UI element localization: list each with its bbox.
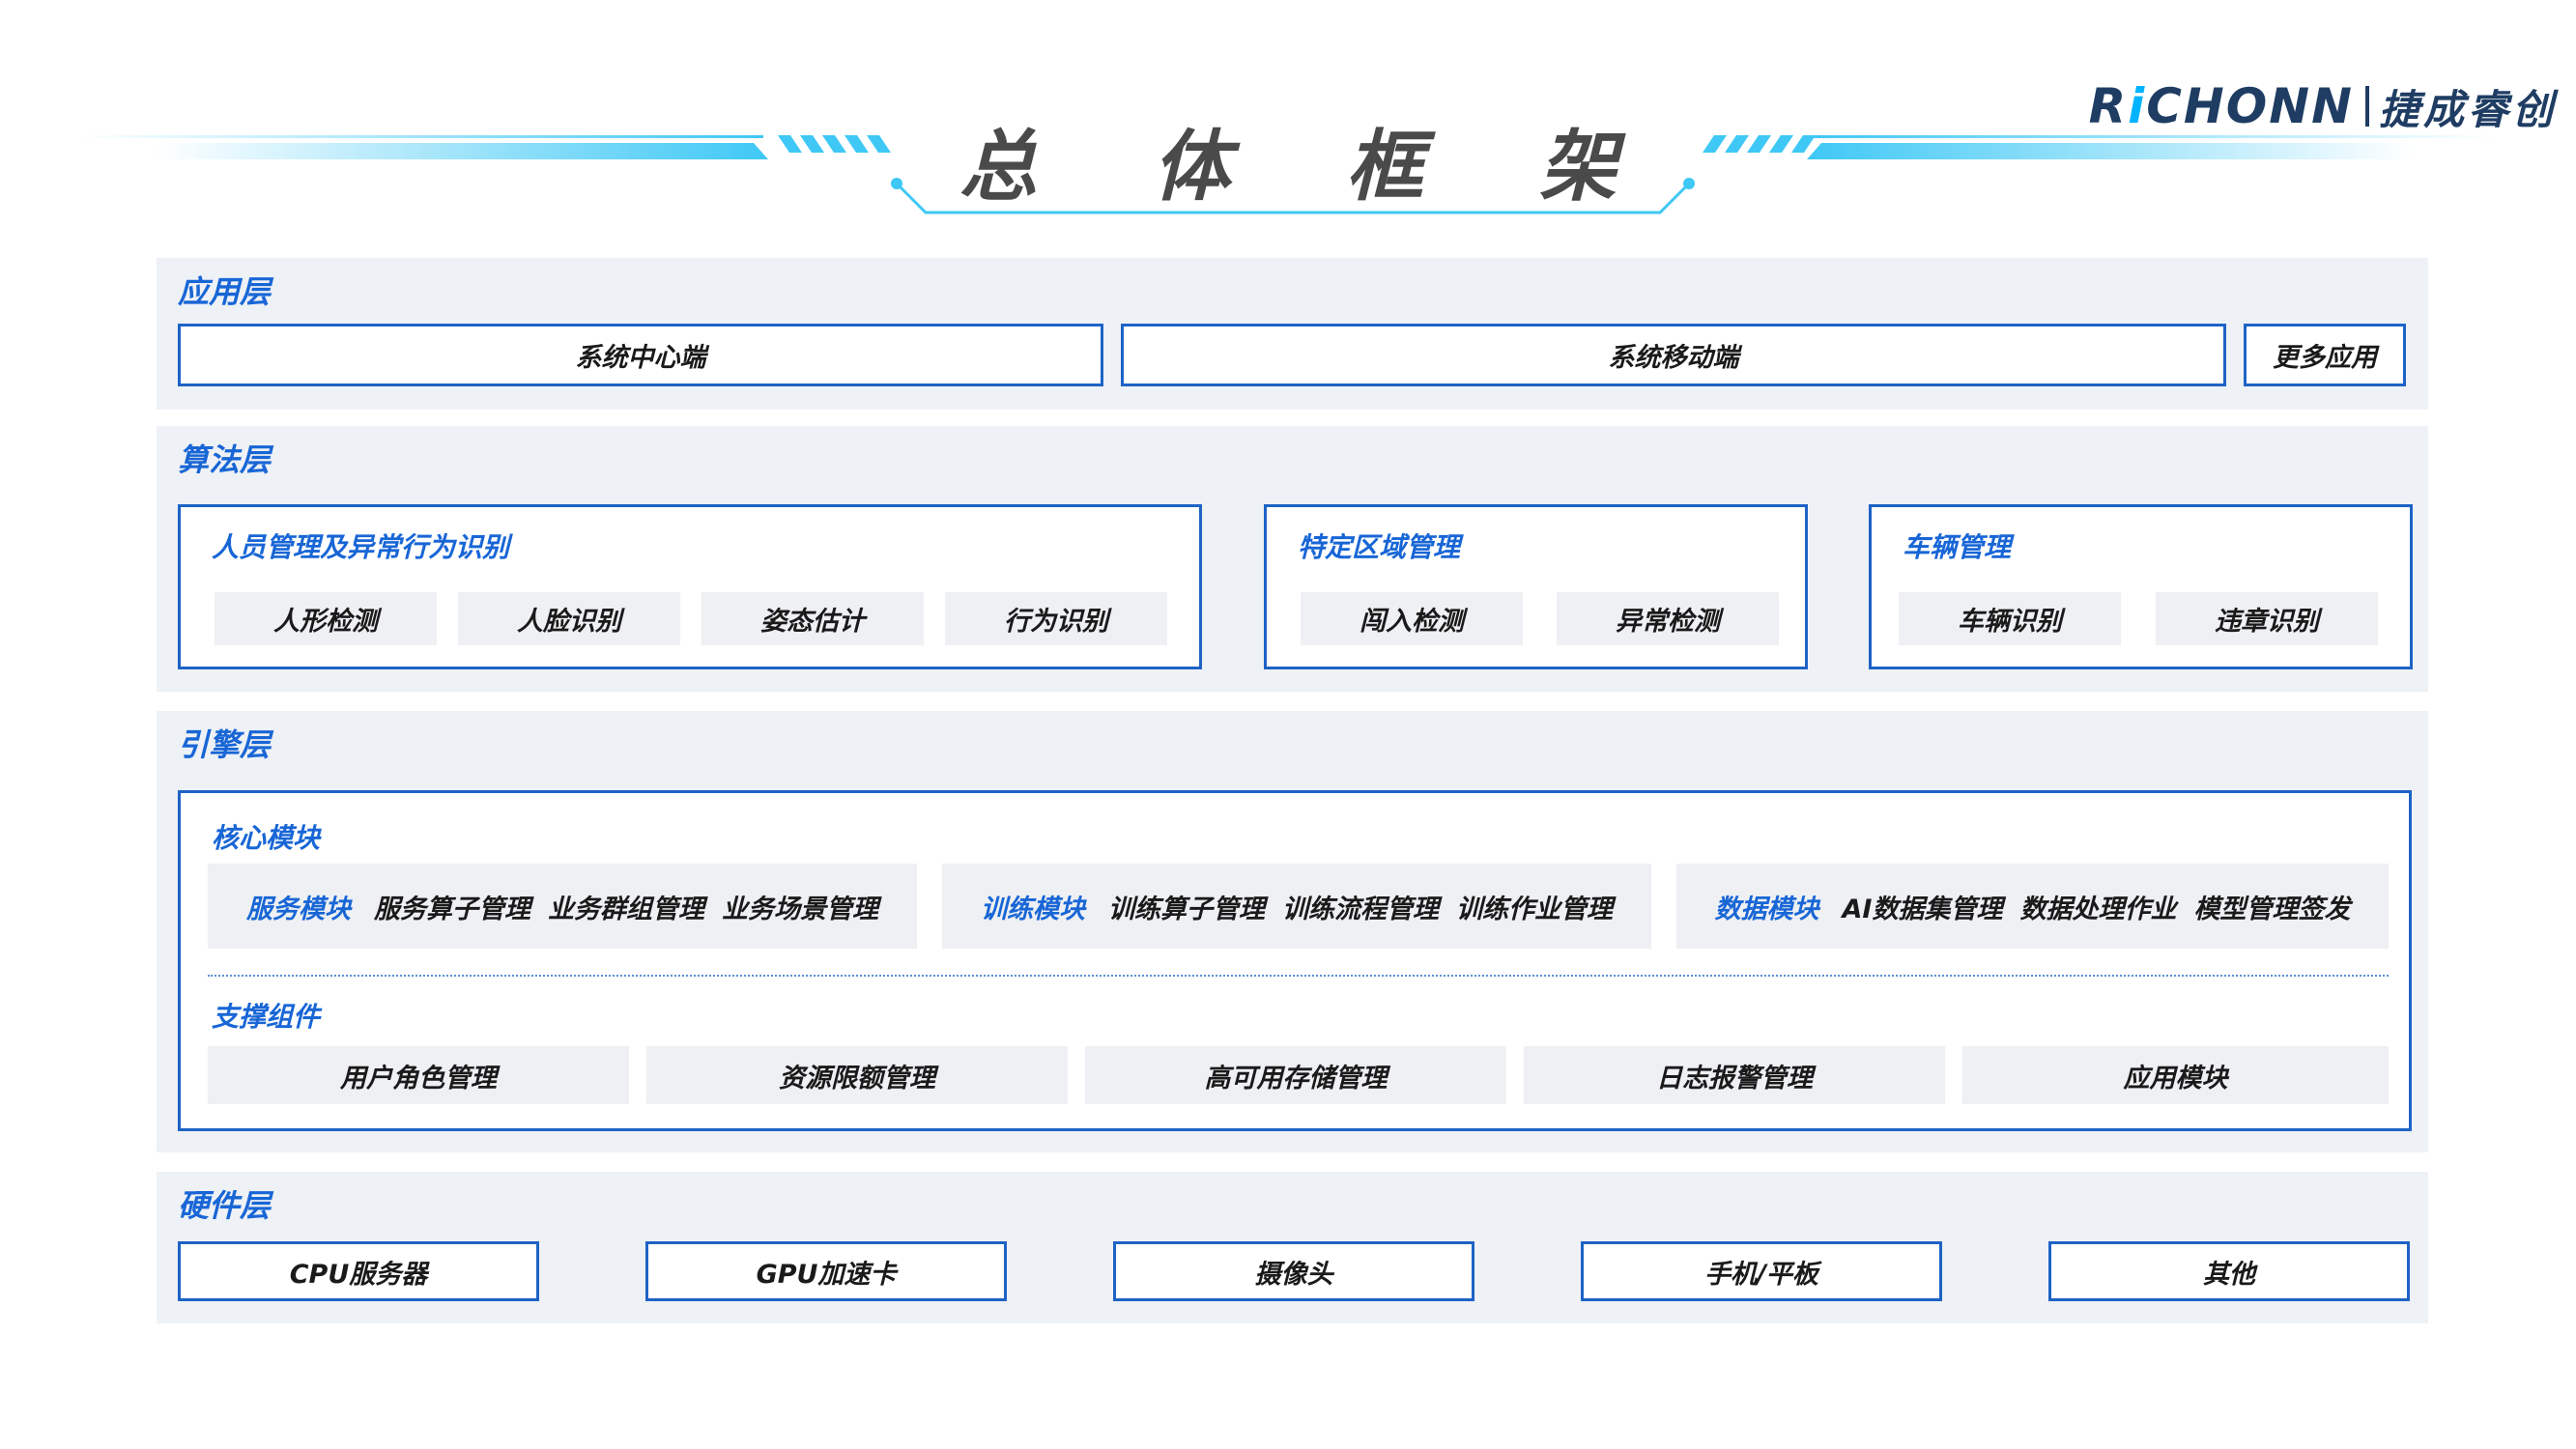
section-divider <box>208 975 2389 977</box>
support-item: 应用模块 <box>1962 1046 2389 1104</box>
header-decoration <box>77 135 2498 214</box>
left-deco-bar <box>155 143 768 159</box>
right-deco-bar <box>1807 143 2416 159</box>
core-modules-title: 核心模块 <box>212 822 321 854</box>
algo-item: 人形检测 <box>215 592 437 645</box>
algo-item: 人脸识别 <box>458 592 680 645</box>
algo-group-vehicle: 车辆管理 车辆识别 违章识别 <box>1869 504 2413 669</box>
page-header: 总体框架 RiCHONN 捷成睿创 <box>0 0 2576 232</box>
left-deco-line-thin <box>77 135 763 138</box>
hardware-item-mobile: 手机/平板 <box>1581 1241 1942 1301</box>
logo-chinese: 捷成睿创 <box>2378 85 2557 133</box>
bracket-dot-right <box>1683 178 1695 189</box>
module-item: 模型管理签发 <box>2193 894 2351 924</box>
hardware-item-cpu: CPU服务器 <box>178 1241 539 1301</box>
algo-item: 异常检测 <box>1557 592 1779 645</box>
algorithm-layer: 算法层 人员管理及异常行为识别 人形检测 人脸识别 姿态估计 行为识别 特定区域… <box>157 426 2428 692</box>
right-deco-stripes <box>1703 135 1816 153</box>
module-item: 训练流程管理 <box>1282 894 1439 924</box>
module-name: 数据模块 <box>1714 894 1819 924</box>
hardware-item-other: 其他 <box>2048 1241 2410 1301</box>
module-item: 训练算子管理 <box>1108 894 1265 924</box>
layer-title: 应用层 <box>178 273 272 310</box>
bracket-dot-left <box>891 178 902 189</box>
logo-separator <box>2364 86 2369 127</box>
algo-item: 闯入检测 <box>1301 592 1523 645</box>
algo-item: 姿态估计 <box>701 592 924 645</box>
hardware-item-camera: 摄像头 <box>1113 1241 1474 1301</box>
layer-title: 算法层 <box>178 441 272 478</box>
layer-title: 硬件层 <box>178 1187 272 1224</box>
group-title: 车辆管理 <box>1903 531 2012 563</box>
page-title: 总体框架 <box>959 122 1732 212</box>
group-title: 人员管理及异常行为识别 <box>212 531 510 563</box>
app-item-system-center: 系统中心端 <box>178 324 1103 386</box>
algo-item: 车辆识别 <box>1899 592 2121 645</box>
algo-item: 行为识别 <box>945 592 1167 645</box>
module-item: AI数据集管理 <box>1842 894 2003 924</box>
module-name: 训练模块 <box>981 894 1085 924</box>
support-item: 日志报警管理 <box>1524 1046 1945 1104</box>
module-service: 服务模块 服务算子管理 业务群组管理 业务场景管理 <box>208 864 917 949</box>
algo-group-area: 特定区域管理 闯入检测 异常检测 <box>1264 504 1808 669</box>
module-item: 业务场景管理 <box>722 894 878 924</box>
hardware-item-gpu: GPU加速卡 <box>645 1241 1007 1301</box>
algo-group-personnel: 人员管理及异常行为识别 人形检测 人脸识别 姿态估计 行为识别 <box>178 504 1202 669</box>
group-title: 特定区域管理 <box>1298 531 1461 563</box>
support-item: 资源限额管理 <box>646 1046 1068 1104</box>
module-item: 业务群组管理 <box>548 894 704 924</box>
title-bracket <box>895 182 1691 214</box>
module-data: 数据模块 AI数据集管理 数据处理作业 模型管理签发 <box>1676 864 2389 949</box>
module-name: 服务模块 <box>246 894 351 924</box>
application-layer: 应用层 系统中心端 系统移动端 更多应用 <box>157 258 2428 410</box>
app-item-more: 更多应用 <box>2244 324 2406 386</box>
hardware-layer: 硬件层 CPU服务器 GPU加速卡 摄像头 手机/平板 其他 <box>157 1172 2428 1323</box>
engine-layer: 引擎层 核心模块 服务模块 服务算子管理 业务群组管理 业务场景管理 训练模块 … <box>157 711 2428 1152</box>
logo-english: RiCHONN <box>2088 78 2354 134</box>
company-logo: RiCHONN 捷成睿创 <box>2088 78 2557 134</box>
right-deco-line-thin <box>1812 135 2498 138</box>
app-item-system-mobile: 系统移动端 <box>1121 324 2226 386</box>
left-deco-stripes <box>778 135 891 153</box>
module-item: 训练作业管理 <box>1456 894 1613 924</box>
layer-title: 引擎层 <box>178 726 272 763</box>
module-item: 服务算子管理 <box>374 894 530 924</box>
support-item: 高可用存储管理 <box>1085 1046 1506 1104</box>
support-components-title: 支撑组件 <box>212 1001 321 1033</box>
module-item: 数据处理作业 <box>2019 894 2177 924</box>
engine-container: 核心模块 服务模块 服务算子管理 业务群组管理 业务场景管理 训练模块 训练算子… <box>178 790 2412 1131</box>
module-training: 训练模块 训练算子管理 训练流程管理 训练作业管理 <box>942 864 1651 949</box>
algo-item: 违章识别 <box>2156 592 2378 645</box>
support-item: 用户角色管理 <box>208 1046 629 1104</box>
